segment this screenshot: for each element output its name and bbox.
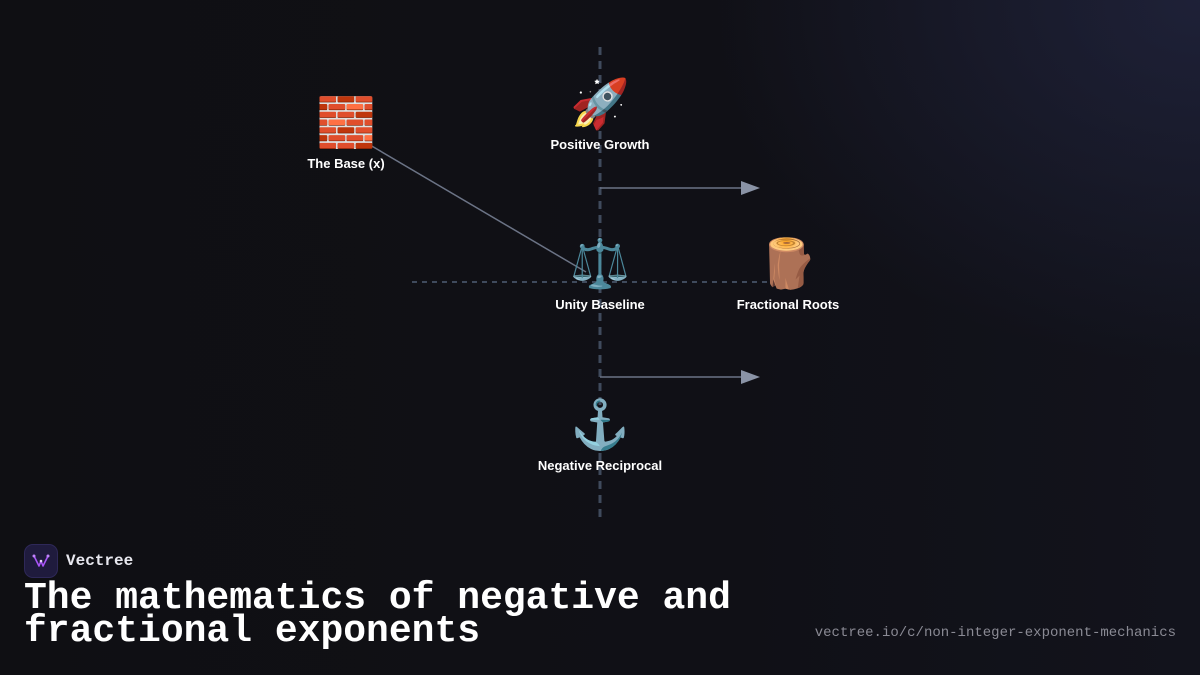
balance-scale-icon: ⚖️ [570,238,630,291]
anchor-icon: ⚓ [570,399,630,452]
source-url: vectree.io/c/non-integer-exponent-mechan… [814,625,1176,641]
node-fractional-roots: 🪵 Fractional Roots [698,237,878,313]
brand: Vectree [24,544,133,578]
brick-icon: 🧱 [316,97,376,150]
node-label: Fractional Roots [736,297,840,312]
node-positive-growth: 🚀 Positive Growth [510,77,690,153]
base-connector [369,144,587,273]
brand-name: Vectree [66,552,134,570]
node-label: The Base (x) [307,156,385,171]
rocket-icon: 🚀 [570,78,630,131]
node-negative-reciprocal: ⚓ Negative Reciprocal [510,398,690,474]
page-title: The mathematics of negative and fraction… [24,577,731,653]
node-label: Negative Reciprocal [537,458,663,473]
node-label: Unity Baseline [555,297,645,312]
node-the-base: 🧱 The Base (x) [256,96,436,172]
node-unity-baseline: ⚖️ Unity Baseline [510,237,690,313]
upper-arrow-head [741,181,760,195]
lower-arrow-head [741,370,760,384]
wood-log-icon: 🪵 [758,238,818,291]
node-label: Positive Growth [550,137,650,152]
vectree-logo-icon [24,544,58,578]
